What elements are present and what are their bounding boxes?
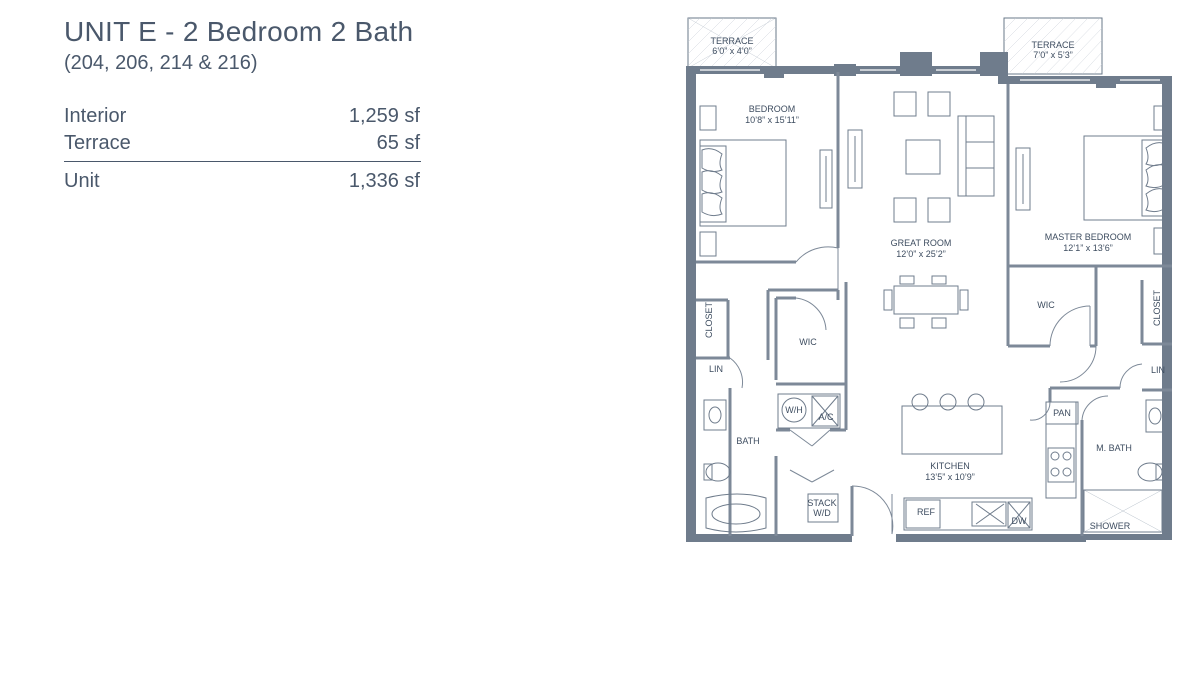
doors	[729, 246, 1143, 535]
terrace-left-dims: 6’0” x 4’0”	[712, 46, 752, 56]
pan-label: PAN	[1053, 408, 1071, 418]
kitchen-fixtures	[901, 393, 1079, 531]
closet-right-label: CLOSET	[1152, 289, 1162, 326]
room-labels: TERRACE 6’0” x 4’0” TERRACE 7’0” x 5’3” …	[704, 36, 1165, 531]
terrace-right-name: TERRACE	[1031, 40, 1074, 50]
area-label: Terrace	[64, 132, 131, 154]
ac-label: A/C	[818, 412, 834, 422]
area-label: Unit	[64, 170, 100, 192]
area-label: Interior	[64, 105, 127, 127]
bedroom-dims: 10’8” x 15’11”	[745, 115, 799, 125]
unit-numbers: (204, 206, 214 & 216)	[64, 52, 258, 74]
wic-left-label: WIC	[799, 337, 817, 347]
interior-walls	[696, 72, 1172, 536]
area-row-interior: Interior 1,259 sf	[64, 105, 420, 131]
bedroom-furniture	[699, 105, 833, 257]
area-value: 1,259 sf	[348, 105, 420, 127]
m-bath-label: M. BATH	[1096, 443, 1132, 453]
great-room-dims: 12’0” x 25’2”	[896, 249, 946, 259]
lin-left-label: LIN	[709, 364, 723, 374]
exterior-walls	[686, 52, 1172, 542]
living-furniture	[847, 91, 995, 329]
kitchen-dims: 13’5” x 10’9”	[925, 472, 975, 482]
area-value: 65 sf	[376, 132, 420, 154]
closet-left-label: CLOSET	[704, 301, 714, 338]
area-row-terrace: Terrace 65 sf	[64, 132, 420, 158]
window-lines	[700, 69, 1160, 81]
area-row-unit: Unit 1,336 sf	[64, 170, 420, 196]
master-bedroom-dims: 12’1” x 13’6”	[1063, 243, 1113, 253]
wh-label: W/H	[785, 405, 803, 415]
terrace-left-name: TERRACE	[710, 36, 753, 46]
lin-right-label: LIN	[1151, 365, 1165, 375]
bath-fixtures	[703, 393, 1165, 533]
master-bedroom-name: MASTER BEDROOM	[1045, 232, 1132, 242]
ref-label: REF	[917, 507, 936, 517]
kitchen-name: KITCHEN	[930, 461, 970, 471]
dw-label: DW	[1012, 516, 1027, 526]
area-value: 1,336 sf	[348, 170, 420, 192]
great-room-name: GREAT ROOM	[891, 238, 952, 248]
master-furniture	[1015, 105, 1169, 255]
bath-label: BATH	[736, 436, 759, 446]
terrace-right	[1003, 17, 1103, 75]
stack-label: STACK	[807, 498, 836, 508]
divider	[64, 161, 421, 162]
page-title: UNIT E - 2 Bedroom 2 Bath	[64, 16, 414, 47]
bedroom-name: BEDROOM	[749, 104, 796, 114]
wic-right-label: WIC	[1037, 300, 1055, 310]
shower-label: SHOWER	[1090, 521, 1131, 531]
terrace-right-dims: 7’0” x 5’3”	[1033, 50, 1073, 60]
wd-label: W/D	[813, 508, 831, 518]
